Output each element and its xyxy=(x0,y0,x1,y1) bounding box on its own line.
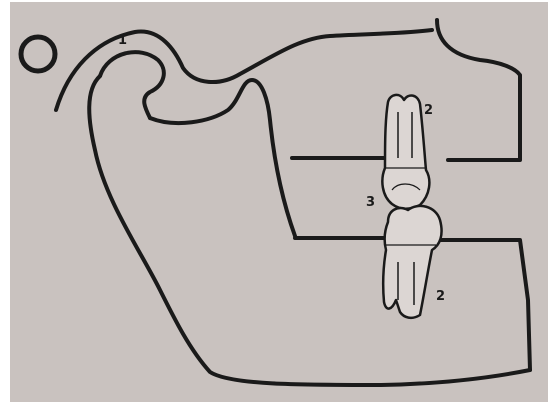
skull-base-contour xyxy=(56,30,432,110)
coronoid-process xyxy=(150,80,295,236)
label-upper-tooth: 2 xyxy=(424,103,433,118)
label-condyle: 1 xyxy=(118,33,127,48)
condyle-head xyxy=(100,52,164,118)
label-lower-tooth: 2 xyxy=(436,289,445,304)
lower-gumline-right xyxy=(440,240,530,370)
upper-tooth xyxy=(382,95,429,209)
mandible-outline xyxy=(89,76,530,385)
ear-canal-circle xyxy=(21,37,55,71)
lower-tooth xyxy=(383,206,441,318)
label-occlusal-contact: 3 xyxy=(366,195,375,210)
maxilla-outline xyxy=(437,20,520,160)
